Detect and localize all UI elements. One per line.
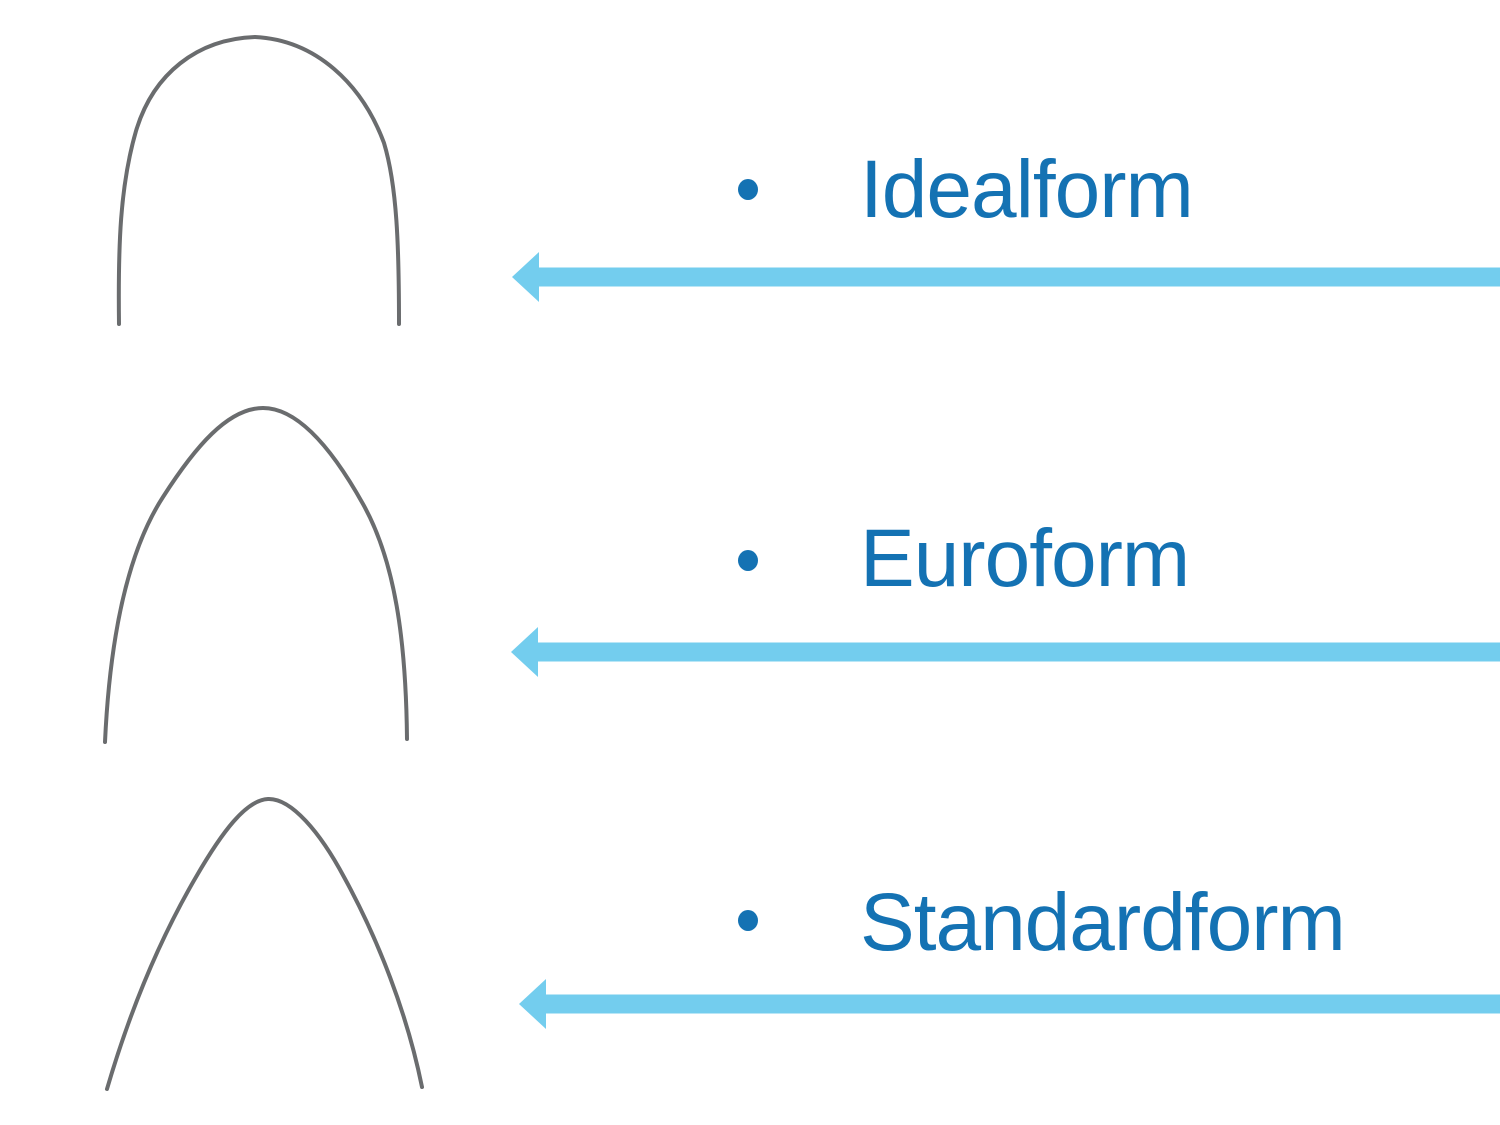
bullet-icon xyxy=(738,550,758,571)
left-arrow-icon xyxy=(511,627,1500,677)
archwire-standardform-icon xyxy=(105,796,424,1091)
bullet-icon xyxy=(738,179,758,200)
item-label-standardform: Standardform xyxy=(860,877,1346,968)
archwire-idealform-icon xyxy=(116,34,401,326)
item-label-euroform: Euroform xyxy=(860,513,1190,604)
left-arrow-icon xyxy=(512,252,1500,302)
bullet-icon xyxy=(738,910,758,931)
archwire-euroform-icon xyxy=(103,405,409,744)
left-arrow-icon xyxy=(519,979,1500,1029)
item-label-idealform: Idealform xyxy=(860,144,1194,235)
